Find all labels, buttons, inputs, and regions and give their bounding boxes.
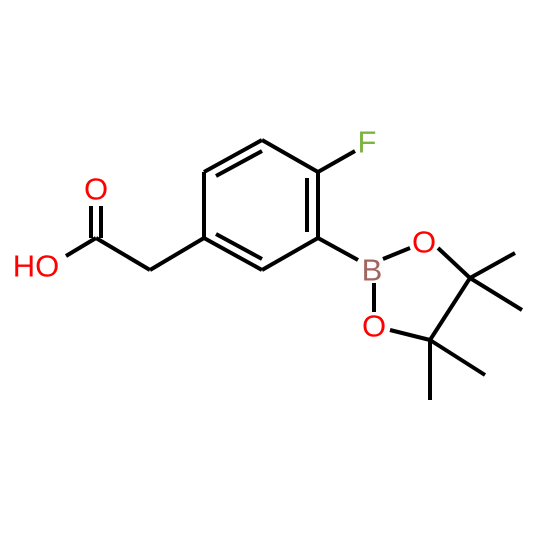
c-c-bond (428, 276, 472, 342)
aromatic-double-bond (215, 232, 263, 261)
methyl-bond (428, 338, 487, 377)
fluorine-label: F (358, 125, 377, 160)
ring-oxygen-top-label: O (412, 225, 436, 260)
c-f-bond (317, 149, 356, 174)
o-c-bond (436, 246, 472, 280)
pinacol-boronate (317, 236, 524, 400)
o-c-bond (389, 328, 431, 342)
hydroxyl-label: HO (13, 249, 60, 284)
c-c-bond (94, 236, 152, 272)
aromatic-double-bond (215, 149, 263, 178)
c-oh-bond (64, 236, 98, 258)
ring-oxygen-bottom-label: O (362, 309, 386, 344)
methyl-bond (468, 276, 524, 312)
ring-bond (261, 236, 319, 272)
benzene-ring (202, 138, 320, 272)
ring-bond (203, 236, 263, 272)
ring-bond (203, 138, 263, 174)
carbonyl-oxygen-label: O (84, 172, 108, 207)
ring-bond (261, 138, 319, 174)
c-b-bond (317, 236, 359, 262)
ch2-bond (148, 236, 206, 272)
methyl-bond (469, 251, 516, 280)
acetic-acid-group (64, 206, 206, 272)
b-o-bond (382, 246, 411, 261)
boron-label: B (362, 253, 383, 288)
